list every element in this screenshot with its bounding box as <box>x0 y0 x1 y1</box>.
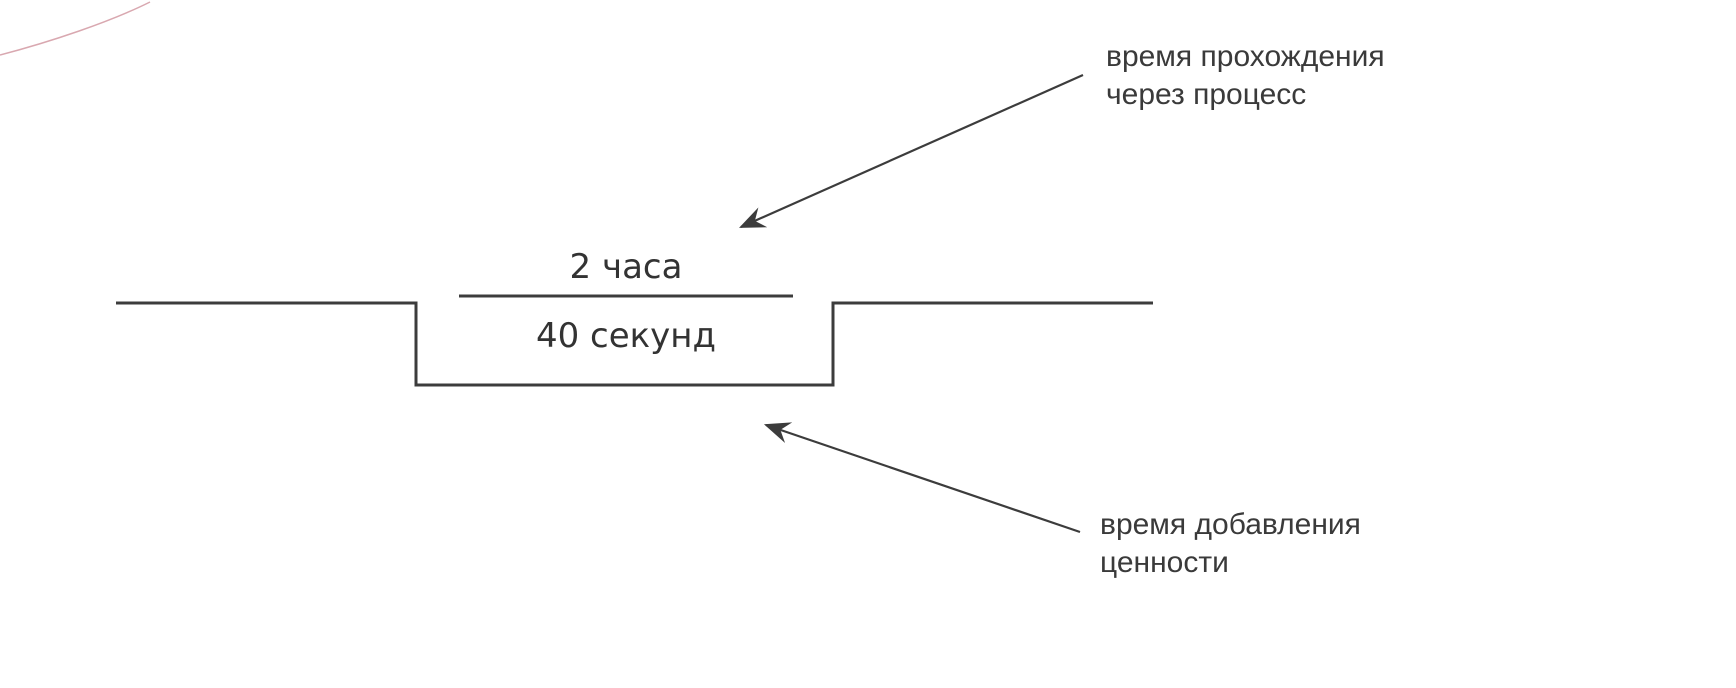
process-time-label: время прохождения через процесс <box>1106 38 1385 114</box>
value-added-time-label-line-1: время добавления <box>1100 508 1361 541</box>
value-added-time-label-line-2: ценности <box>1100 546 1229 579</box>
process-time-label-line-2: через процесс <box>1106 78 1307 111</box>
value-added-time-label: время добавления ценности <box>1100 506 1361 582</box>
value-added-time-arrow <box>763 422 1081 534</box>
scan-artifact-stroke <box>0 1 151 56</box>
timeline-line <box>116 301 1153 387</box>
value-added-time-value: 40 секунд <box>535 316 717 356</box>
process-time-label-line-1: время прохождения <box>1106 40 1385 73</box>
process-time-arrow <box>739 73 1084 229</box>
process-time-value: 2 часа <box>569 247 683 287</box>
